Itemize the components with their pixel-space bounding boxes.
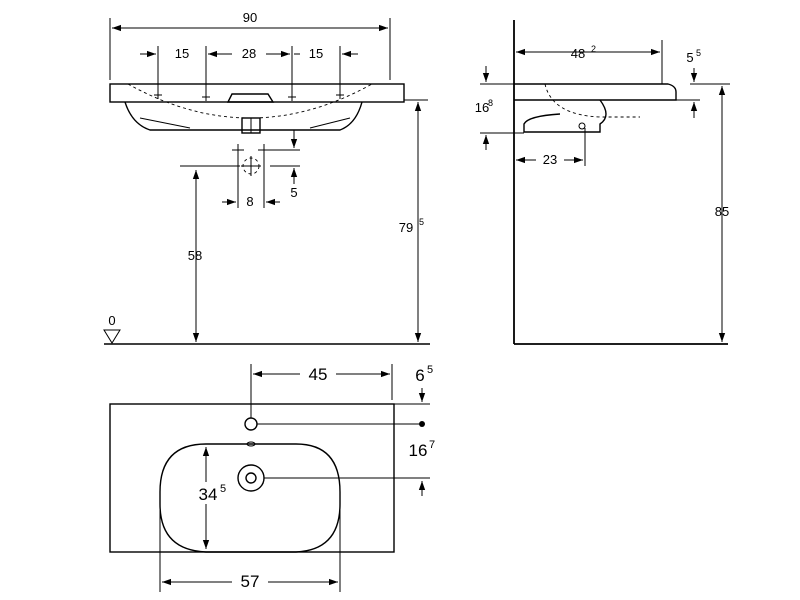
front-hole-marks (154, 91, 344, 101)
dim-hole-mid-label: 28 (242, 46, 256, 61)
dim-tap-offset-label: 45 (309, 365, 328, 384)
dim-drain-drop-label: 5 (290, 185, 297, 200)
dim-edge-label: 6 (415, 366, 424, 385)
dim-drain-offset-label: 8 (246, 194, 253, 209)
dim-hole-left-label: 15 (175, 46, 189, 61)
dim-bowl-height-sup: 8 (488, 98, 493, 108)
dim-total-height-label: 79 (399, 220, 413, 235)
dim-drain-distance-label: 23 (543, 152, 557, 167)
dim-bowl-width-label: 57 (241, 572, 260, 591)
side-slab (514, 83, 677, 101)
dim-hole-right-label: 15 (309, 46, 323, 61)
dim-bowl-height-label: 16 (475, 100, 489, 115)
dim-drain-depth-sup: 7 (429, 439, 435, 451)
front-slab (109, 83, 405, 103)
dim-rim-sup: 5 (696, 48, 701, 58)
dim-overall-height-label: 85 (715, 204, 729, 219)
side-bowl-outline (523, 99, 607, 133)
dim-bowl-depth-label: 34 (199, 485, 218, 504)
front-bowl-detail (139, 117, 351, 129)
dim-depth-sup: 2 (591, 44, 596, 54)
dim-width-label: 90 (243, 10, 257, 25)
front-bowl-hidden (127, 83, 373, 119)
dim-drain-height-label: 58 (188, 248, 202, 263)
dim-drain-depth-label: 16 (409, 441, 428, 460)
dim-total-height-sup: 5 (419, 217, 424, 227)
front-bowl-outline (124, 101, 363, 131)
dim-bowl-depth-sup: 5 (220, 483, 226, 495)
dim-depth-label: 48 (571, 46, 585, 61)
top-drain-outer (237, 464, 265, 492)
top-drain-inner (245, 472, 257, 484)
dim-rim-label: 5 (686, 50, 693, 65)
front-tap-recess (226, 93, 275, 103)
floor-marker-icon (103, 329, 121, 344)
side-view: 48 2 5 5 16 8 23 85 (475, 20, 730, 345)
overflow-icon (246, 441, 256, 447)
drain-crosses (232, 144, 270, 176)
top-bowl (159, 443, 341, 553)
side-bowl-hidden (544, 83, 640, 118)
front-view: 90 15 28 15 8 5 (103, 10, 430, 345)
floor-label: 0 (108, 313, 115, 328)
dim-edge-sup: 5 (427, 364, 433, 376)
tap-hole (244, 417, 258, 431)
top-view: 45 6 5 16 7 34 5 57 (109, 364, 435, 592)
